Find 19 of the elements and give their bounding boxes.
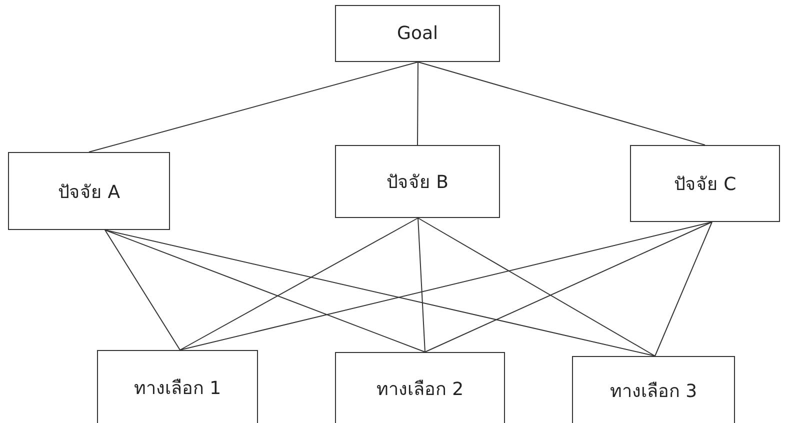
factor-box: ปัจจัย C bbox=[630, 145, 780, 222]
connector-line bbox=[418, 218, 426, 352]
connector-line bbox=[418, 218, 656, 356]
connector-line bbox=[104, 230, 426, 352]
factor-box: ปัจจัย A bbox=[8, 152, 170, 230]
connector-line bbox=[418, 62, 706, 146]
alternative-box: ทางเลือก 3 bbox=[572, 356, 735, 423]
connector-line bbox=[654, 222, 712, 356]
alternative-box: ทางเลือก 1 bbox=[97, 350, 258, 423]
goal-box: Goal bbox=[335, 5, 500, 62]
connector-line bbox=[104, 230, 656, 356]
connector-line bbox=[424, 222, 712, 352]
connector-line bbox=[180, 222, 712, 350]
factor-box: ปัจจัย B bbox=[335, 145, 500, 218]
alternative-box: ทางเลือก 2 bbox=[335, 352, 505, 423]
connector-line bbox=[104, 230, 180, 350]
connector-line bbox=[88, 62, 418, 152]
connector-line bbox=[180, 218, 418, 350]
connector-line bbox=[417, 62, 418, 146]
